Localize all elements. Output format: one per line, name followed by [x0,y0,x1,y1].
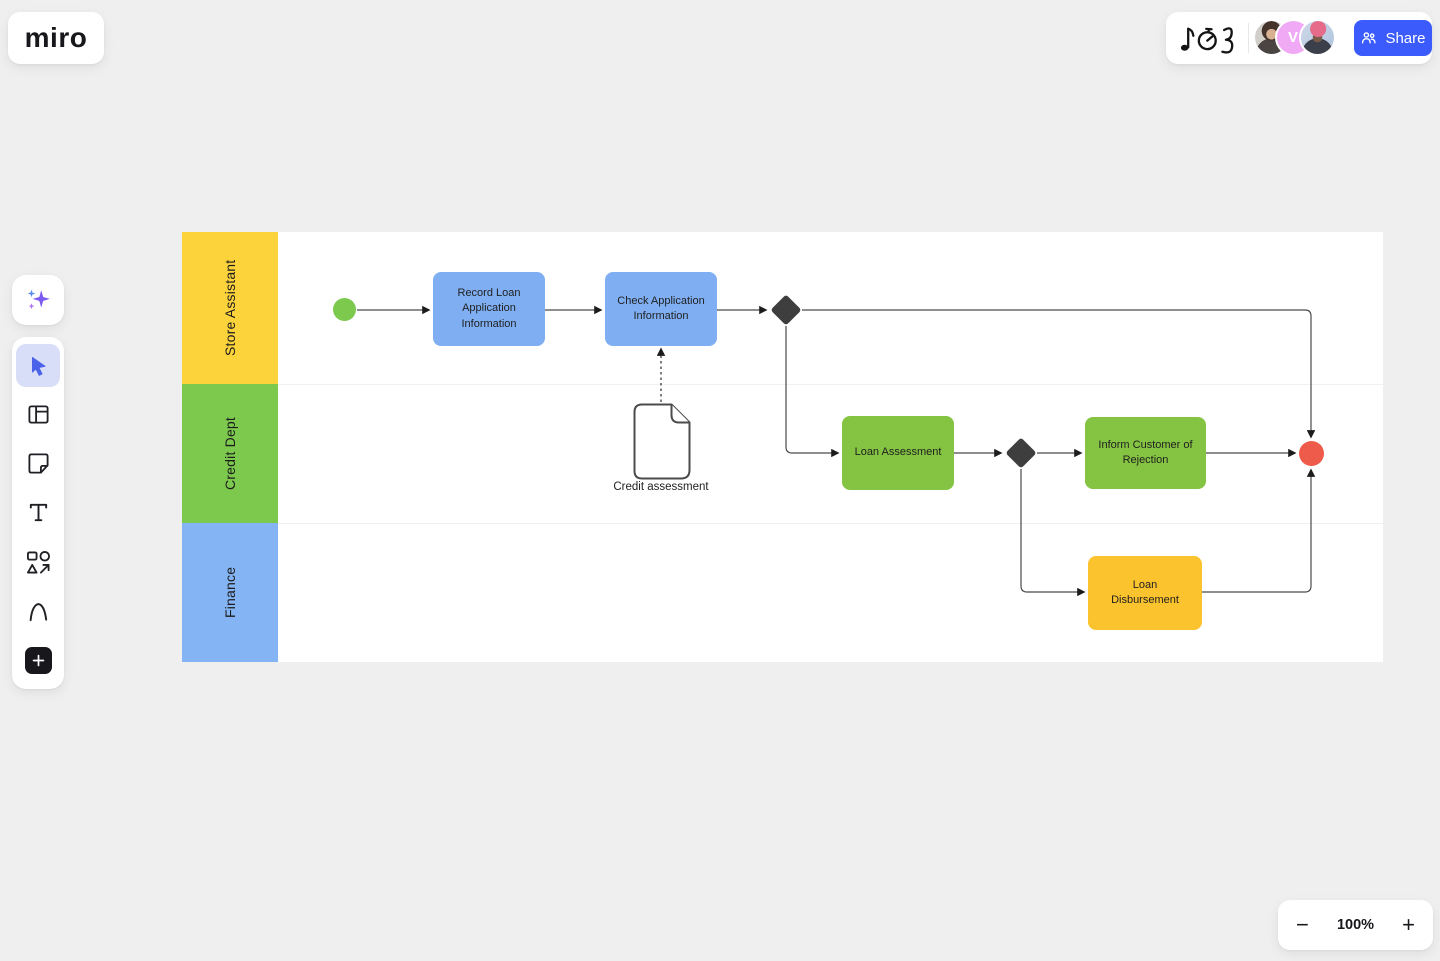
zoom-out-button[interactable]: − [1296,912,1309,937]
pen-tool-button[interactable] [16,590,60,633]
sticky-note-icon [27,453,49,474]
cursor-icon [32,356,46,376]
task-label: Loan Assessment [854,446,942,459]
task-label: Check Application Information [617,294,705,322]
add-tools-button[interactable] [16,639,60,682]
shapes-tool-button[interactable] [16,541,60,584]
task-label: Loan Disbursement [1111,578,1179,606]
scribble-3-icon [1221,27,1234,54]
text-icon [29,504,47,522]
topbar: V Share [1166,12,1432,64]
pen-icon [29,602,47,621]
document-icon [633,403,691,480]
ai-assistant-card [12,275,64,325]
miro-logo-card[interactable]: miro [8,12,104,64]
avatar[interactable] [1300,21,1334,54]
task-label: Inform Customer of Rejection [1098,438,1193,466]
zoom-level[interactable]: 100% [1336,917,1375,933]
text-tool-button[interactable] [16,491,60,534]
ai-assistant-button[interactable] [16,278,60,322]
end-event[interactable] [1299,441,1324,466]
lane-finance[interactable]: Finance [182,523,278,662]
topbar-divider [1247,23,1249,53]
lane-label: Finance [222,566,238,619]
tool-palette [12,337,64,689]
start-event[interactable] [333,298,356,321]
lane-separator [278,384,1383,385]
plus-icon [24,646,52,674]
lane-label: Credit Dept [222,417,238,491]
credit-assessment-document[interactable] [633,403,691,485]
zoom-in-button[interactable]: + [1402,912,1415,937]
share-button[interactable]: Share [1353,20,1432,56]
shapes-icon [26,550,50,574]
frame-icon [27,405,49,424]
frames-tool-button[interactable] [16,393,60,436]
record-loan-task[interactable]: Record Loan Application Information [433,272,545,346]
music-note-icon [1180,27,1195,51]
collaborator-avatars: V [1253,21,1352,55]
lane-separator [278,523,1383,524]
lane-store-assistant[interactable]: Store Assistant [182,232,278,384]
loan-disbursement-task[interactable]: Loan Disbursement [1088,556,1202,630]
avatar-initial: V [1288,29,1299,46]
loan-assessment-task[interactable]: Loan Assessment [842,416,954,490]
people-icon [1362,32,1377,44]
facilitation-doodle-icons [1180,27,1234,54]
sparkles-icon [27,289,50,310]
share-label: Share [1385,29,1426,47]
zoom-controls: − 100% + [1278,900,1433,950]
sticky-note-tool-button[interactable] [16,442,60,485]
lane-credit-dept[interactable]: Credit Dept [182,384,278,523]
artifact-label: Credit assessment [613,481,709,493]
select-tool-button[interactable] [16,344,60,388]
miro-logo: miro [24,22,88,53]
lane-label: Store Assistant [222,259,238,357]
task-label: Record Loan Application Information [457,286,521,330]
inform-rejection-task[interactable]: Inform Customer of Rejection [1085,417,1206,489]
stopwatch-icon [1197,27,1217,51]
check-application-task[interactable]: Check Application Information [605,272,717,346]
